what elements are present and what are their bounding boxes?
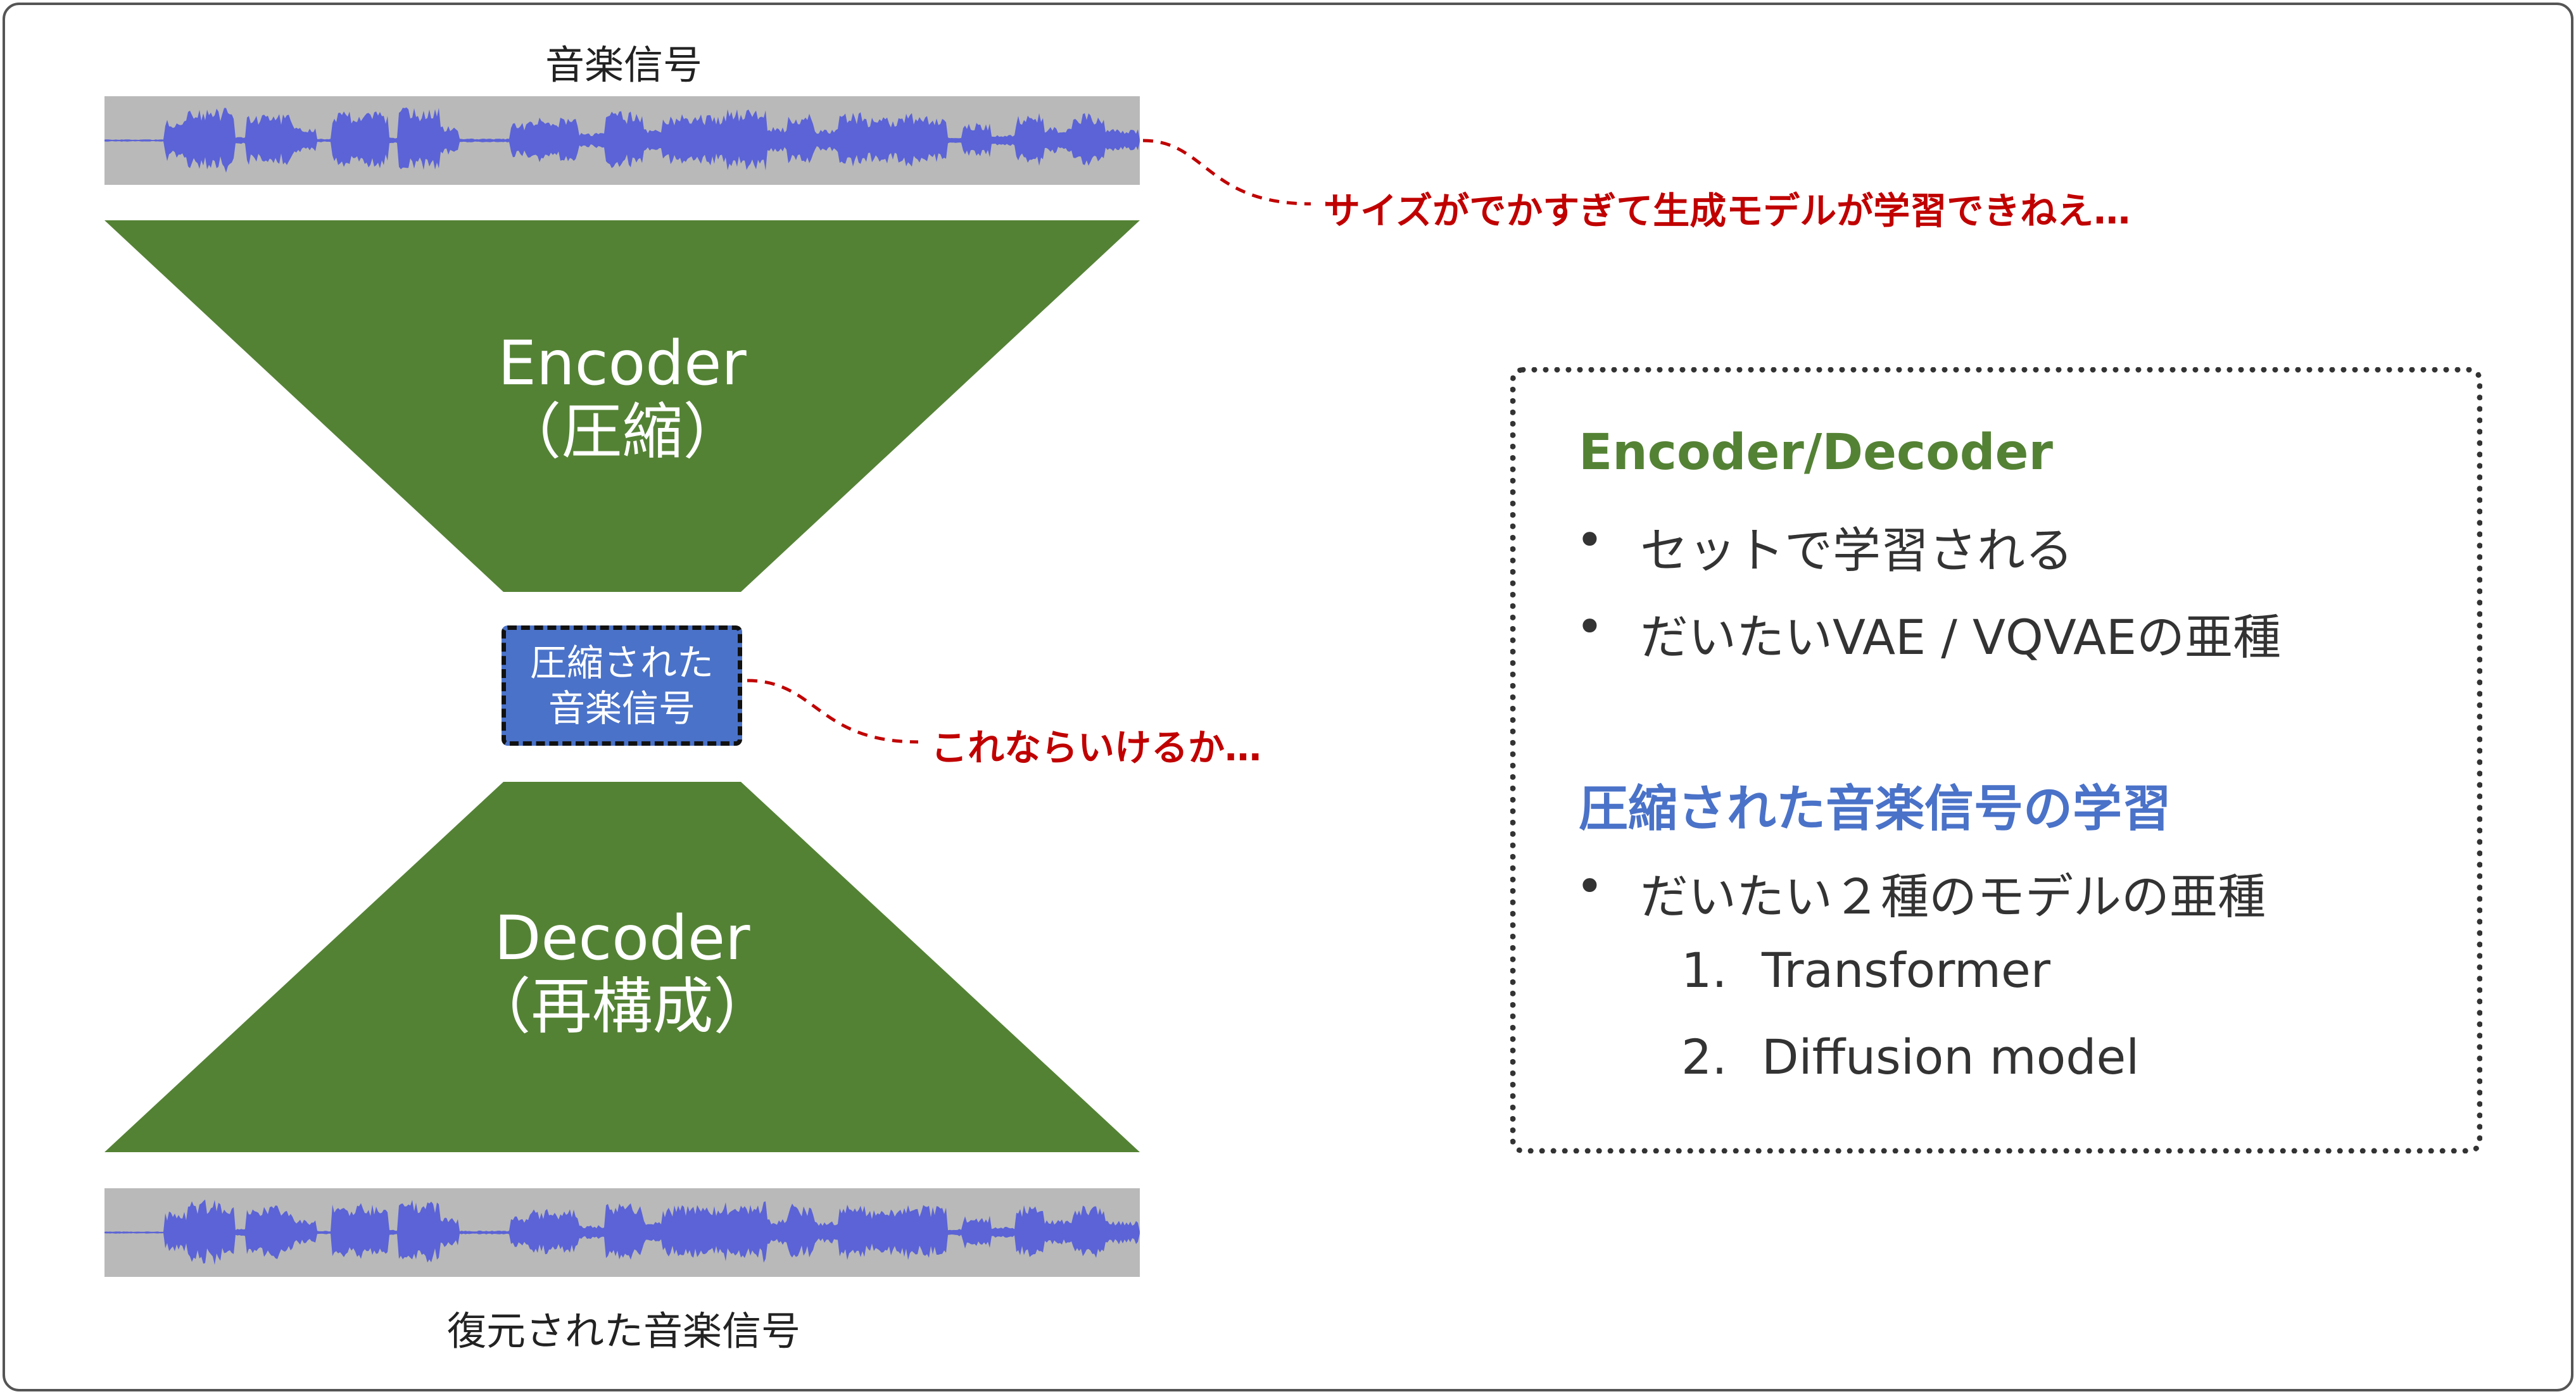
item-number: 2. <box>1681 1029 1727 1085</box>
list-item-text: だいたい２種のモデルの亜種 <box>1640 869 2266 925</box>
decoder-label: Decoder （再構成） <box>104 904 1140 1041</box>
item-text: Diffusion model <box>1762 1029 2140 1085</box>
input-waveform <box>104 96 1140 185</box>
decoder-title: Decoder <box>494 903 750 974</box>
input-waveform-graphic <box>104 107 1140 173</box>
latent-line-2: 音楽信号 <box>548 687 695 730</box>
connector-top <box>1142 139 1311 206</box>
remark-too-large: サイズがでかすぎて生成モデルが学習できねえ… <box>1323 189 2131 232</box>
bullet-icon: • <box>1575 512 1604 568</box>
heading-latent-learning: 圧縮された音楽信号の学習 <box>1579 781 2172 838</box>
heading-encoder-decoder: Encoder/Decoder <box>1579 424 2053 481</box>
latent-signal-box: 圧縮された 音楽信号 <box>502 625 742 746</box>
reconstructed-signal-caption: 復元された音楽信号 <box>446 1308 800 1354</box>
item-text: Transformer <box>1762 942 2051 998</box>
latent-line-1: 圧縮された <box>529 641 714 684</box>
remark-this-works: これならいけるか… <box>931 726 1262 769</box>
encoder-title: Encoder <box>498 328 747 399</box>
output-waveform-graphic <box>104 1199 1140 1265</box>
encoder-label: Encoder （圧縮） <box>104 329 1140 466</box>
connector-mid <box>747 679 919 744</box>
bullet-icon: • <box>1575 858 1604 914</box>
decoder-trapezoid <box>104 782 1140 1152</box>
info-box <box>1510 367 2482 1153</box>
list-item-text: セットで学習される <box>1640 522 2073 579</box>
decoder-subtitle: （再構成） <box>470 971 774 1042</box>
bullet-icon: • <box>1575 598 1604 655</box>
list-item-text: だいたいVAE / VQVAEの亜種 <box>1640 609 2282 665</box>
encoder-trapezoid <box>104 220 1140 592</box>
input-signal-caption: 音楽信号 <box>545 42 702 88</box>
item-number: 1. <box>1681 942 1727 998</box>
output-waveform <box>104 1188 1140 1277</box>
encoder-subtitle: （圧縮） <box>500 396 744 467</box>
